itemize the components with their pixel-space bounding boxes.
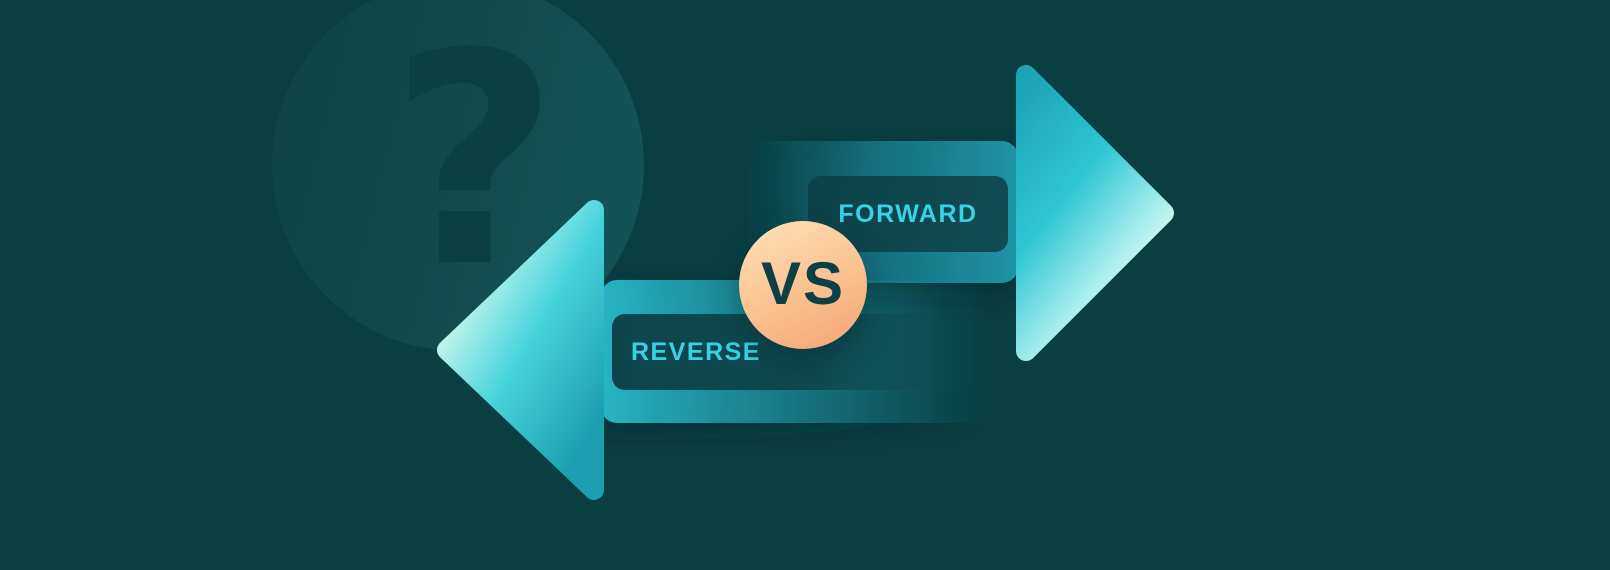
reverse-label: REVERSE xyxy=(631,337,761,366)
forward-arrow-head xyxy=(1016,65,1174,361)
reverse-arrow-head xyxy=(437,200,604,500)
vs-text: VS xyxy=(760,250,846,317)
reverse-label-plate xyxy=(612,314,985,390)
reverse-arrow-icon xyxy=(437,200,988,500)
forward-label-plate xyxy=(808,176,1008,252)
vs-badge: VS xyxy=(739,221,867,349)
forward-label: FORWARD xyxy=(838,199,978,228)
